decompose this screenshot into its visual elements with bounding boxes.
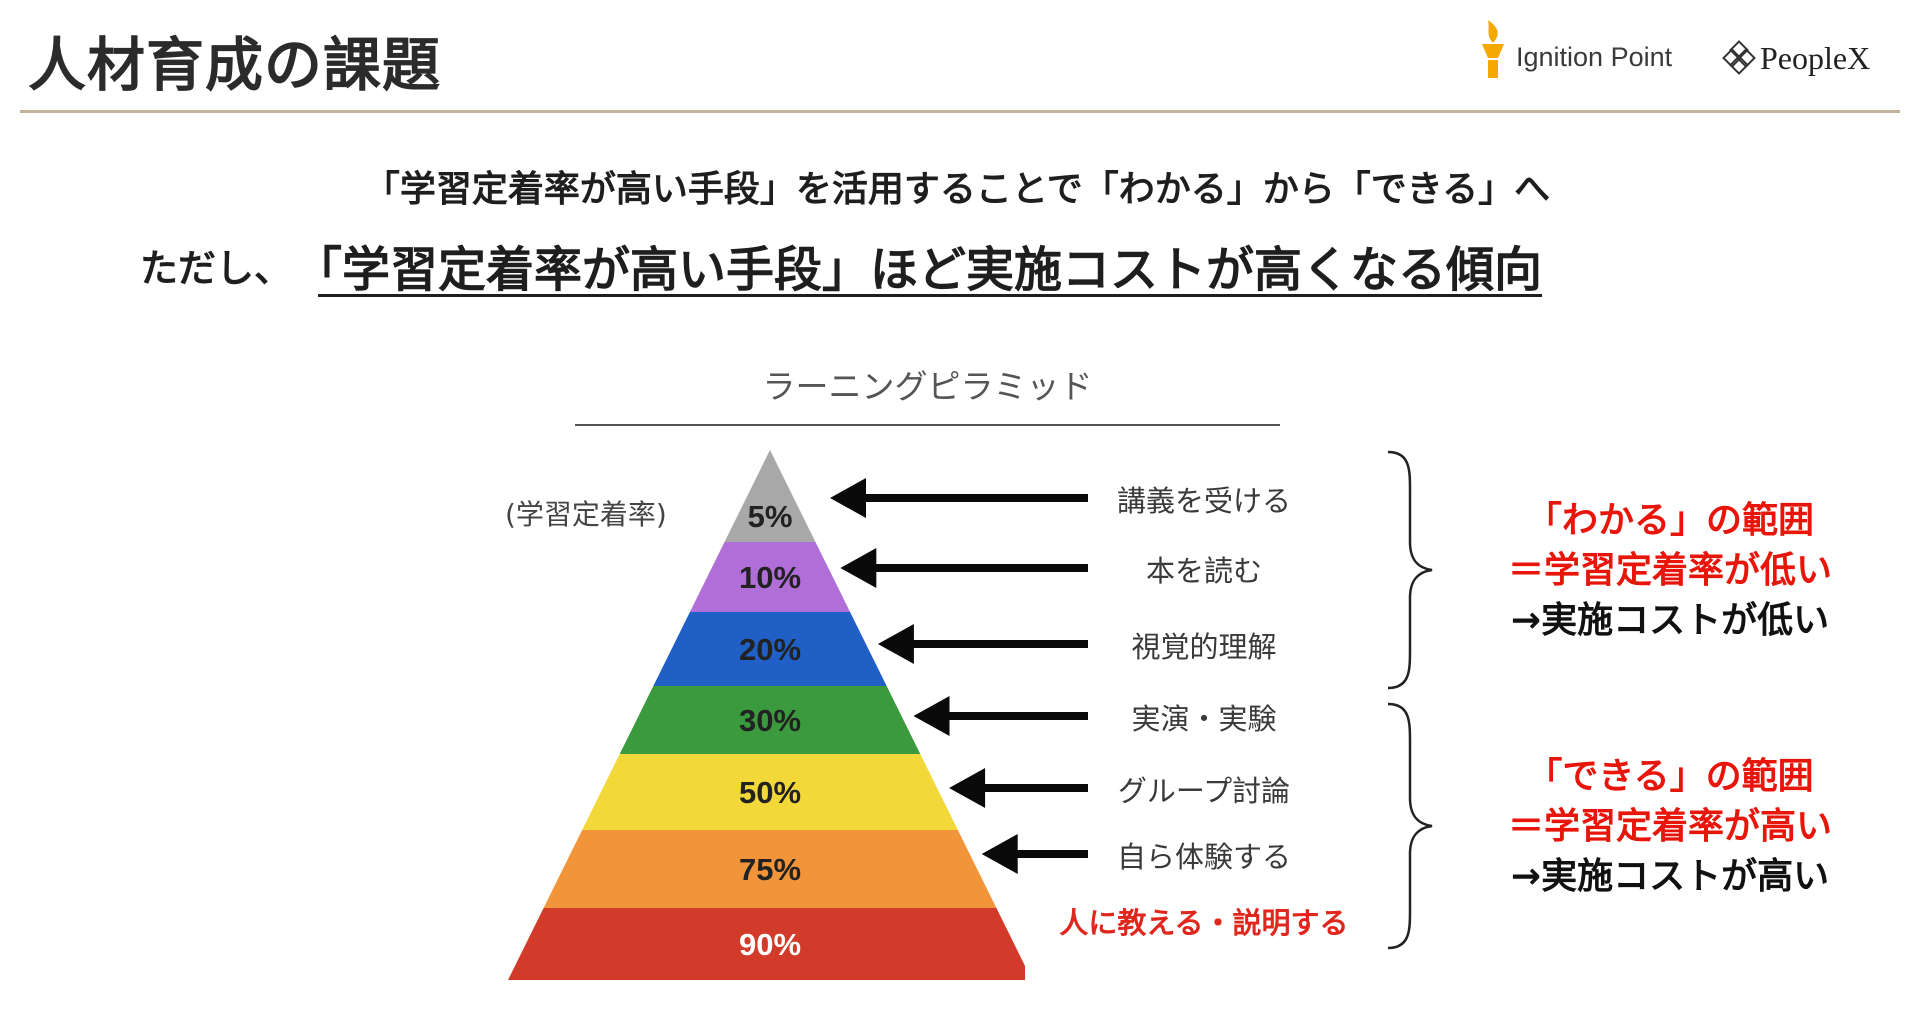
title-divider: [20, 110, 1900, 113]
learning-method-label: 本を読む: [1145, 554, 1262, 588]
dekiru-range-cost: →実施コストが高い: [1510, 856, 1830, 897]
wakaru-range-brace: [1387, 450, 1433, 690]
left-arrow-icon: [830, 478, 1088, 518]
pyramid-layer: [653, 612, 887, 686]
left-arrow-icon: [877, 624, 1088, 664]
wakaru-range-description: 「わかる」の範囲 ＝学習定着率が低い →実施コストが低い: [1460, 496, 1880, 646]
pyramid-layer: [724, 450, 816, 542]
peoplex-logo: PeopleX: [1722, 38, 1902, 88]
left-arrow-icon: [840, 548, 1088, 588]
learning-method-label: 講義を受ける: [1116, 484, 1291, 518]
learning-method-label: 実演・実験: [1131, 702, 1277, 736]
retention-rate-value: 75%: [739, 852, 801, 887]
learning-method-label: 人に教える・説明する: [1059, 906, 1349, 940]
dekiru-range-title: 「できる」の範囲: [1526, 756, 1814, 797]
wakaru-range-title: 「わかる」の範囲: [1525, 500, 1814, 541]
page-title: 人材育成の課題: [28, 31, 442, 99]
subtitle-line-1: 「学習定着率が高い手段」を活用することで「わかる」から「できる」へ: [363, 169, 1551, 210]
arrows: [830, 478, 1088, 874]
retention-rate-value: 20%: [739, 632, 801, 667]
dekiru-range-retention: ＝学習定着率が高い: [1507, 806, 1832, 847]
learning-method-label: グループ討論: [1117, 774, 1291, 808]
left-arrow-icon: [913, 696, 1088, 736]
diamond-knot-icon: [1722, 40, 1756, 75]
pyramid-layer: [543, 830, 997, 908]
ignition-point-logo: Ignition Point: [1470, 20, 1700, 90]
left-arrow-icon: [981, 834, 1088, 874]
retention-rate-value: 30%: [739, 703, 801, 738]
retention-rate-value: 10%: [739, 560, 801, 595]
wakaru-range-cost: →実施コストが低い: [1510, 600, 1830, 641]
retention-rate-value: 90%: [739, 927, 801, 962]
learning-pyramid: 5% 10% 20% 30% 50% 75% 90%: [508, 450, 1025, 980]
pyramid-title-divider: [575, 424, 1280, 426]
pyramid-layer: [619, 686, 921, 754]
retention-rate-label: (学習定着率): [505, 498, 667, 531]
learning-method-label: 視覚的理解: [1131, 630, 1277, 664]
ignition-point-logo-text: Ignition Point: [1516, 42, 1673, 72]
subtitle-line-2-main: 「学習定着率が高い手段」ほど実施コストが高くなる傾向: [318, 242, 1543, 298]
pyramid-layer: [582, 754, 958, 830]
pyramid-layer: [508, 908, 1025, 980]
learning-method-label: 自ら体験する: [1116, 840, 1291, 874]
retention-rate-value: 5%: [748, 499, 793, 534]
retention-rate-value: 50%: [739, 775, 801, 810]
peoplex-logo-text: PeopleX: [1760, 40, 1871, 76]
subtitle-line-2-prefix: ただし、: [140, 246, 293, 291]
pyramid-layer: [689, 542, 851, 612]
left-arrow-icon: [949, 768, 1088, 808]
dekiru-range-description: 「できる」の範囲 ＝学習定着率が高い →実施コストが高い: [1460, 752, 1880, 902]
subtitle-line-2: ただし、「学習定着率が高い手段」ほど実施コストが高くなる傾向: [140, 230, 1542, 300]
dekiru-range-brace: [1387, 702, 1433, 950]
flame-icon: [1482, 20, 1504, 78]
pyramid-title: ラーニングピラミッド: [762, 367, 1093, 406]
wakaru-range-retention: ＝学習定着率が低い: [1507, 550, 1832, 591]
